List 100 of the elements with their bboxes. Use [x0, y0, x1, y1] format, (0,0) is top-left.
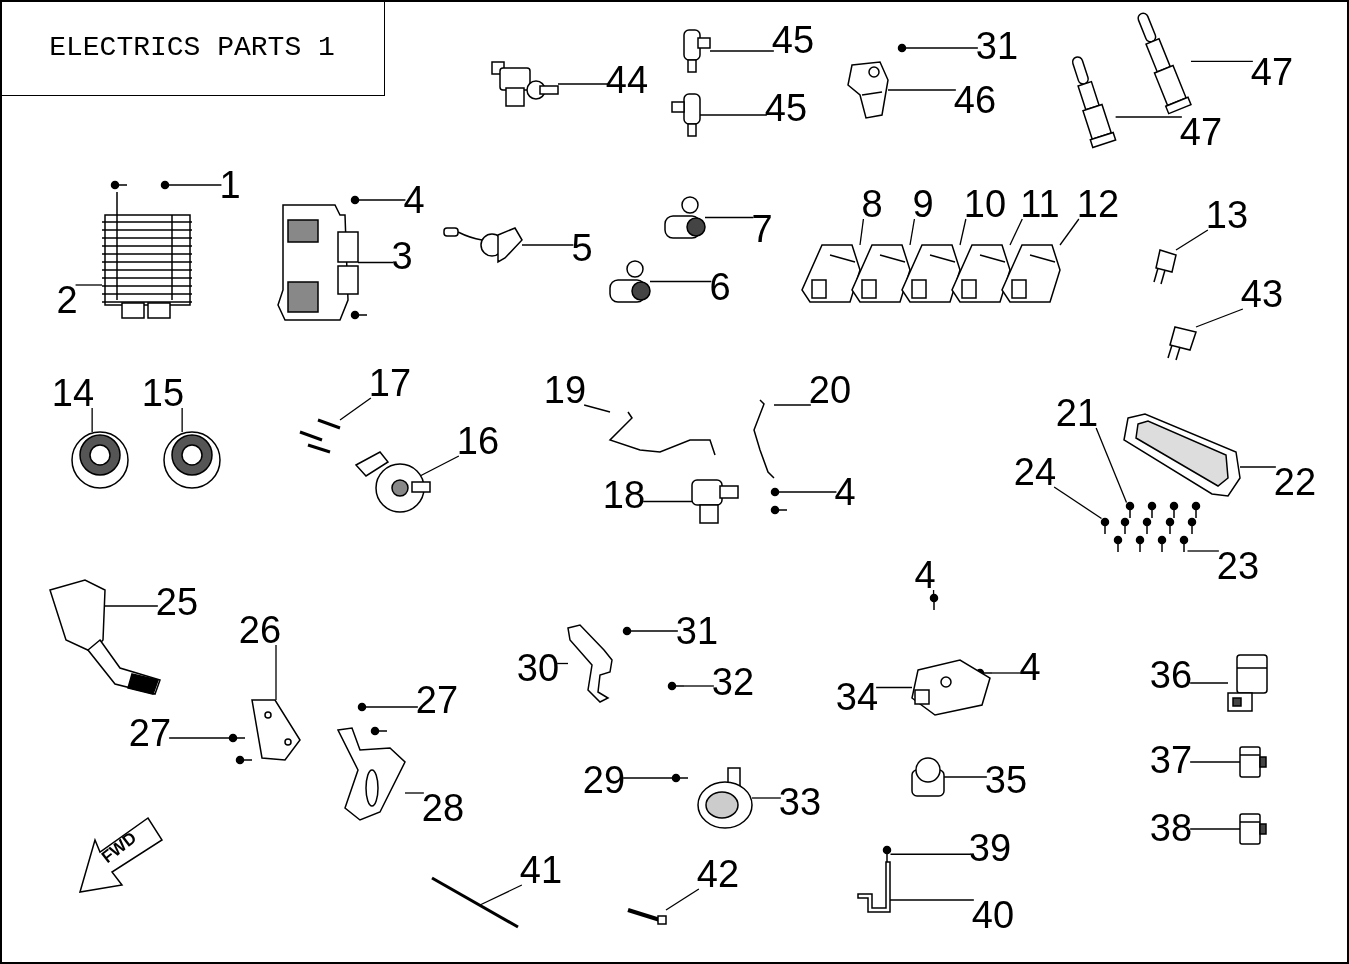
leader-line [1186, 550, 1220, 552]
callout-number: 4 [403, 181, 425, 219]
leader-line [419, 455, 460, 477]
leader-line [479, 884, 523, 906]
relay-drawing [1227, 654, 1268, 712]
leader-line [1053, 486, 1103, 520]
leader-line [404, 792, 425, 794]
leader-line [1175, 229, 1209, 251]
screw-drawing [897, 43, 915, 53]
leader-line [583, 404, 611, 413]
connector-drawing [1153, 249, 1177, 285]
screw-drawing [1125, 501, 1135, 519]
callout-number: 9 [912, 185, 934, 223]
leader-line [176, 184, 223, 186]
horn-drawing [697, 767, 753, 829]
callout-number: 43 [1240, 275, 1284, 313]
callout-number: 22 [1273, 463, 1317, 501]
relay-drawing [851, 244, 911, 303]
callout-number: 20 [808, 371, 852, 409]
callout-number: 4 [914, 556, 936, 594]
callout-number: 10 [963, 185, 1007, 223]
leader-line [357, 261, 395, 264]
injector-drawing [683, 29, 711, 73]
callout-number: 5 [571, 229, 593, 267]
callout-number: 14 [51, 374, 95, 412]
callout-number: 33 [778, 783, 822, 821]
control-module-drawing [911, 659, 991, 716]
callout-number: 47 [1179, 113, 1223, 151]
screw-drawing [228, 733, 246, 743]
leader-line [889, 853, 972, 855]
rotary-knob-drawing [71, 431, 129, 489]
valve-drawing [491, 61, 559, 107]
title-block: ELECTRICS PARTS 1 [0, 0, 385, 96]
callout-number: 38 [1149, 809, 1193, 847]
callout-number: 32 [711, 663, 755, 701]
leader-line [556, 662, 569, 665]
callout-number: 21 [1055, 394, 1099, 432]
callout-number: 1 [219, 166, 241, 204]
callout-number: 35 [984, 761, 1028, 799]
leader-line [959, 218, 967, 246]
leader-line [1189, 682, 1229, 684]
sensor-drawing [443, 227, 523, 264]
relay-drawing [801, 244, 861, 303]
leader-line [181, 407, 183, 433]
leader-line [168, 737, 231, 739]
callout-number: 46 [953, 81, 997, 119]
bracket-drawing [857, 861, 891, 913]
leader-line [665, 888, 700, 911]
leader-line [366, 199, 407, 201]
leader-line [699, 114, 768, 116]
leader-line [521, 244, 575, 246]
callout-number: 19 [543, 371, 587, 409]
bracket-drawing [336, 727, 406, 821]
callout-number: 6 [709, 268, 731, 306]
callout-number: 27 [128, 714, 172, 752]
ignition-coil-drawing [609, 260, 651, 303]
screw-drawing [929, 593, 939, 611]
sensor-drawing [354, 451, 431, 513]
callout-number: 16 [456, 422, 500, 460]
screw-drawing [667, 681, 685, 691]
leader-line [887, 89, 957, 91]
rotary-knob-drawing [163, 431, 221, 489]
callout-number: 40 [971, 896, 1015, 934]
sensor-drawing [691, 479, 739, 524]
callout-number: 4 [834, 473, 856, 511]
leader-line [373, 706, 419, 708]
leader-line [91, 407, 93, 433]
leader-line [773, 404, 812, 406]
oxygen-sensor-drawing [1135, 11, 1192, 115]
control-unit-drawing [277, 204, 359, 321]
leader-line [1190, 60, 1254, 63]
relay-drawing [1239, 813, 1267, 845]
leader-line [991, 672, 1023, 674]
screw-drawing [882, 845, 892, 863]
leader-line [642, 500, 693, 503]
callout-number: 39 [968, 829, 1012, 867]
callout-number: 15 [141, 374, 185, 412]
callout-number: 28 [421, 789, 465, 827]
callout-number: 41 [519, 851, 563, 889]
callout-number: 36 [1149, 656, 1193, 694]
callout-number: 29 [582, 761, 626, 799]
leader-line [786, 491, 838, 493]
callout-number: 45 [764, 89, 808, 127]
callout-number: 47 [1250, 53, 1294, 91]
callout-number: 8 [861, 185, 883, 223]
leader-line [1189, 761, 1241, 763]
screw-drawing [1179, 535, 1189, 553]
instrument-cluster-drawing [1123, 413, 1241, 497]
callout-number: 31 [975, 27, 1019, 65]
callout-number: 3 [391, 237, 413, 275]
leader-line [275, 644, 277, 701]
cable-tie-drawing [431, 876, 519, 929]
leader-line [859, 218, 865, 246]
callout-number: 45 [771, 21, 815, 59]
callout-number: 11 [1020, 185, 1060, 223]
bracket-drawing [251, 699, 301, 761]
leader-line [932, 589, 935, 596]
screw-drawing [357, 702, 375, 712]
leader-line [1115, 116, 1183, 118]
leader-line [1095, 427, 1128, 504]
